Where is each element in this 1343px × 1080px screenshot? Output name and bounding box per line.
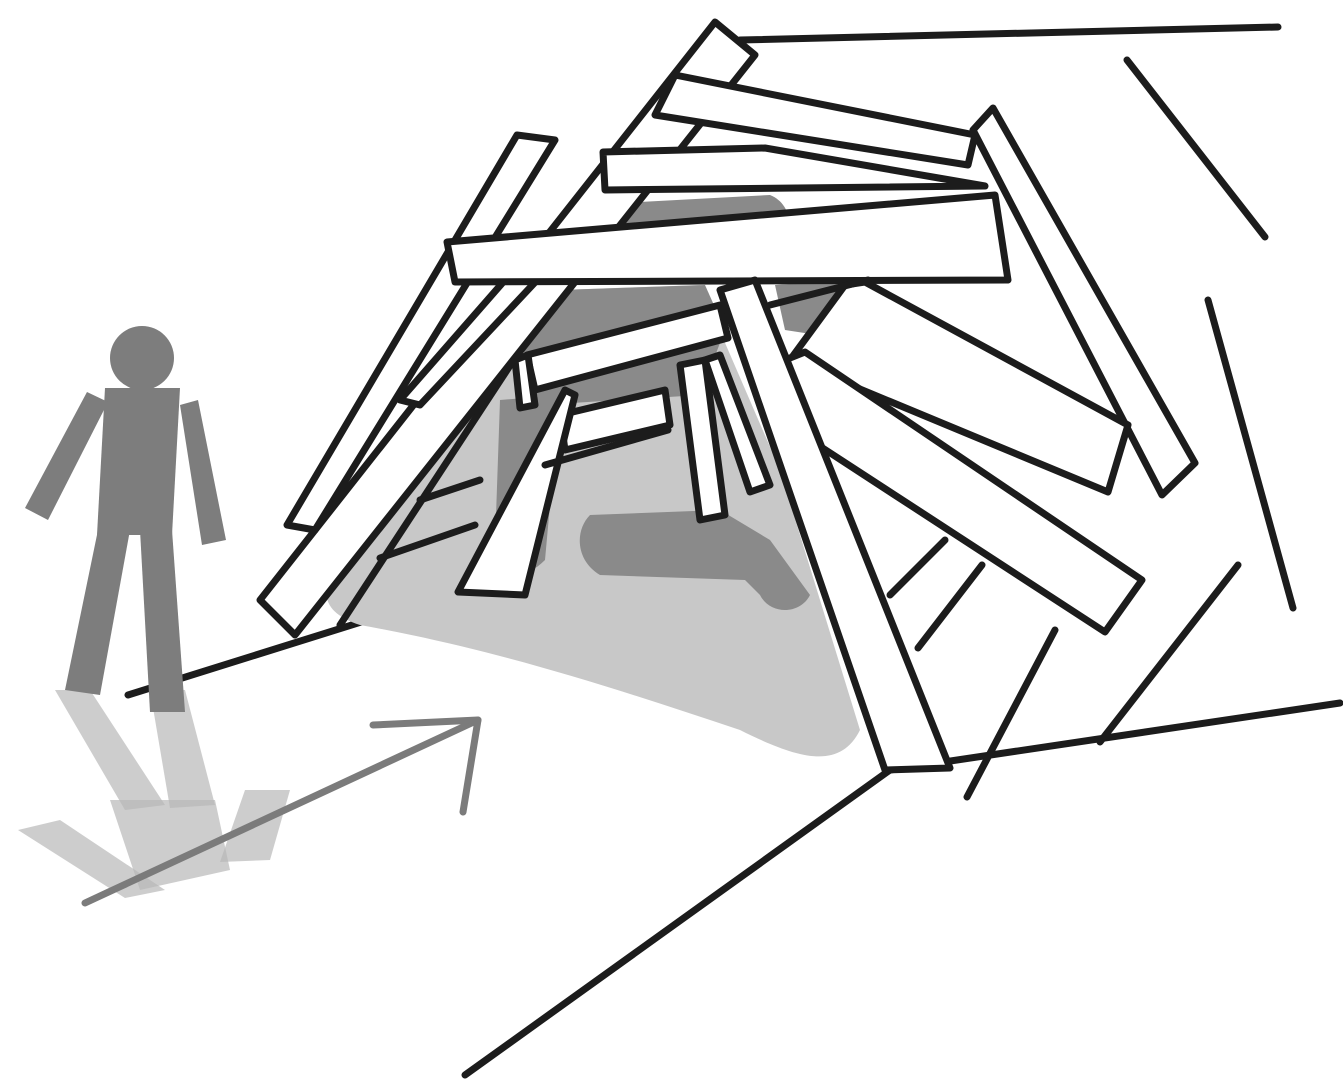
horizon-line-right [890,703,1340,770]
right-rung-1 [890,540,945,595]
top-line [740,27,1278,40]
person-shadow [18,690,290,898]
stray-line-1 [1127,60,1265,237]
standing-person-icon [25,326,226,712]
stray-line-2 [1208,300,1293,608]
shadow-leg-left [55,690,165,810]
person-head [110,326,174,390]
person-arm-left [25,392,108,520]
person-leg-right [140,530,185,712]
person-leg-left [65,530,130,695]
floor-edge-line [465,770,890,1075]
stray-line-4 [967,630,1055,797]
right-rung-2 [918,565,982,648]
person-arm-right [180,400,226,545]
arrow-head [373,720,478,812]
plank-inner-2 [515,355,535,408]
person-torso [97,388,180,535]
